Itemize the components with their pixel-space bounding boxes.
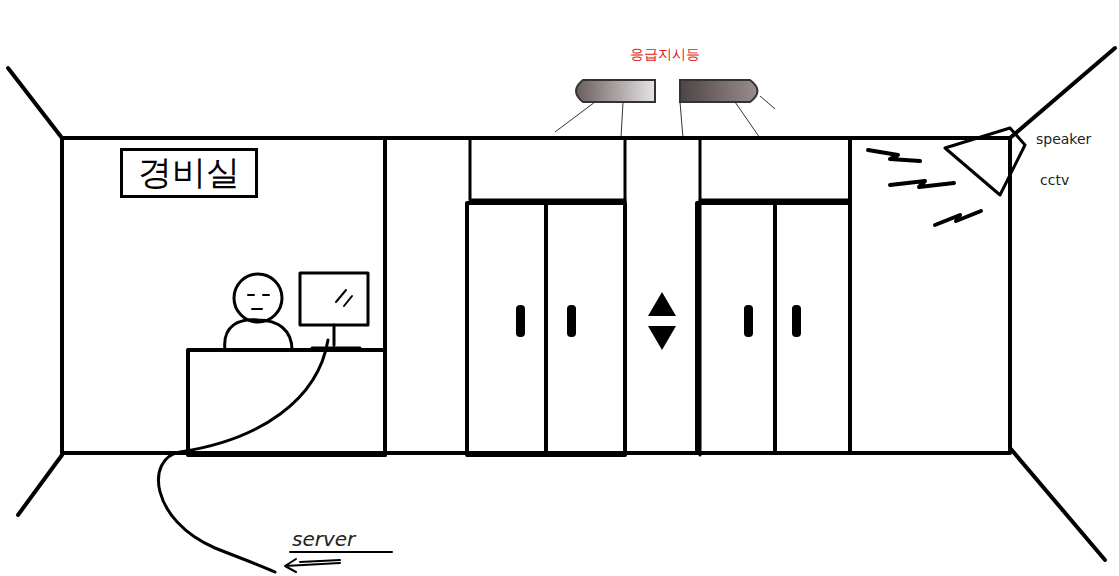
- room-sign: 경비실: [120, 148, 258, 198]
- door-seam: [773, 203, 777, 453]
- sound-waves: [868, 150, 981, 225]
- down-arrow: [648, 326, 676, 350]
- ceiling-corner-left: [8, 68, 62, 138]
- back-wall: [62, 138, 1010, 453]
- up-arrow: [648, 292, 676, 316]
- floor-corner-right: [1010, 448, 1105, 560]
- elevator-door: [467, 203, 625, 455]
- door-handle: [516, 305, 525, 337]
- server-underline: [290, 551, 392, 553]
- guard-head: [234, 274, 282, 322]
- guard-body: [225, 320, 292, 350]
- server-arrow: [285, 559, 340, 572]
- speaker-label: speaker: [1036, 131, 1091, 147]
- elevator-door: [697, 203, 850, 453]
- light-caption: 응급지시등: [555, 46, 775, 64]
- door-handle: [792, 305, 801, 337]
- monitor-stand: [312, 325, 360, 348]
- door-handle: [744, 305, 753, 337]
- speaker-cctv-device: [945, 128, 1025, 195]
- floor-corner-left: [18, 455, 62, 515]
- monitor: [300, 273, 368, 325]
- ceiling-corner-right: [1010, 48, 1115, 138]
- door-seam: [544, 203, 548, 455]
- guard-desk: [188, 350, 385, 455]
- server-label: server: [292, 527, 355, 551]
- elevator-header: [700, 138, 850, 200]
- elevator-header: [470, 138, 625, 200]
- door-handle: [567, 305, 576, 337]
- room-sign-text: 경비실: [138, 150, 240, 196]
- guard-face: [248, 295, 269, 309]
- monitor-glare: [336, 290, 352, 306]
- cctv-label: cctv: [1040, 172, 1069, 188]
- emergency-light: 응급지시등: [555, 46, 775, 136]
